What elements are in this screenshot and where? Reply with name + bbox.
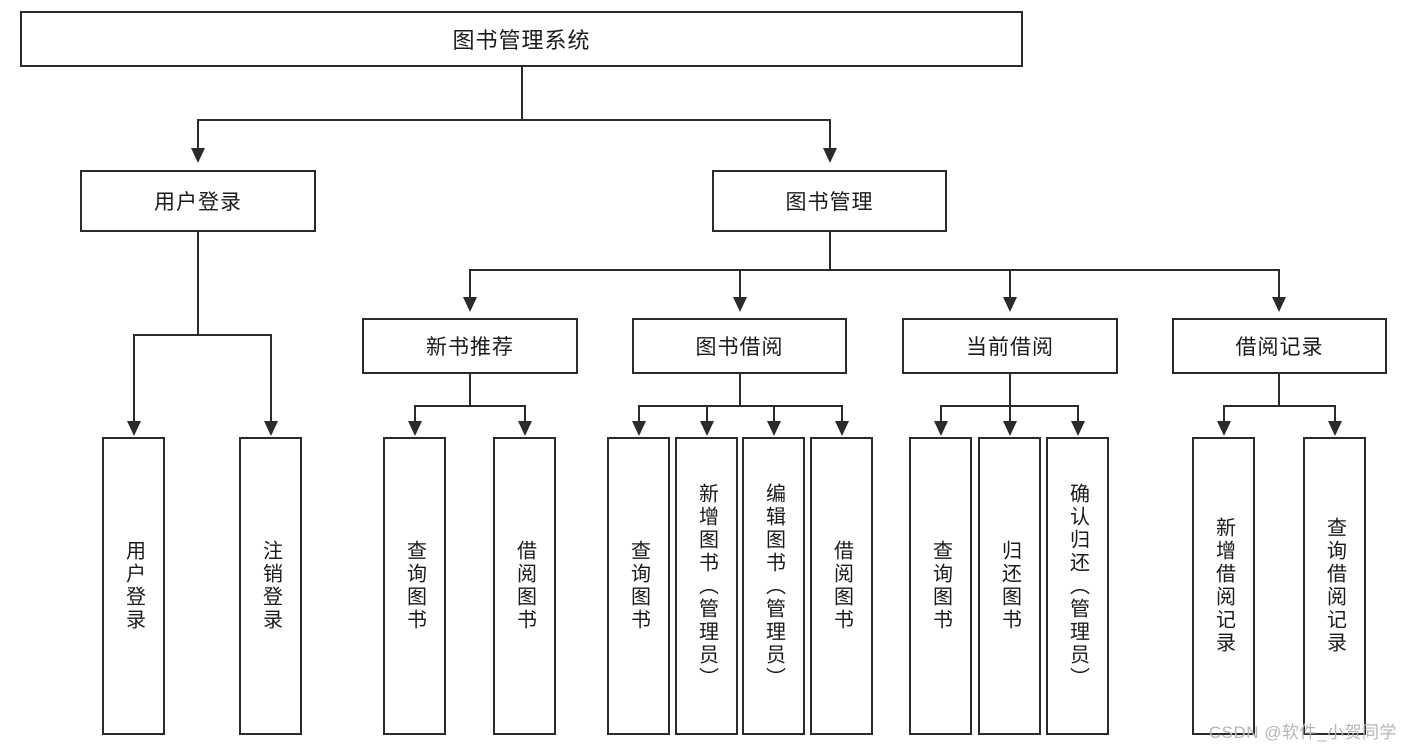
node-label: 新书推荐 (426, 336, 514, 359)
arrow-bb-to-leaf-2 (700, 421, 714, 436)
leaf-query-book[interactable]: 查询图书 (607, 437, 670, 735)
connector-root-to-book-management (829, 119, 831, 148)
node-label: 用户登录 (154, 191, 242, 214)
node-label: 查询图书 (403, 540, 426, 632)
leaf-query-book-recommend[interactable]: 查询图书 (383, 437, 446, 735)
connector-br-to-leaf-1 (1223, 405, 1225, 422)
arrow-br-to-leaf-1 (1217, 421, 1231, 436)
arrow-br-to-leaf-2 (1328, 421, 1342, 436)
node-label: 图书借阅 (695, 336, 784, 359)
leaf-query-book-current[interactable]: 查询图书 (909, 437, 972, 735)
arrow-cb-to-leaf-1 (934, 421, 948, 436)
connector-user-login-to-leaf-1 (133, 334, 135, 422)
arrow-bm-to-book-borrow (733, 297, 747, 312)
node-label: 借阅记录 (1235, 336, 1324, 359)
arrow-new-book-to-leaf-1 (408, 421, 422, 436)
connector-user-login-stem (197, 232, 199, 335)
connector-book-borrow-stem (739, 374, 741, 406)
connector-bb-to-leaf-3 (773, 405, 775, 422)
arrow-bb-to-leaf-3 (767, 421, 781, 436)
node-current-borrow[interactable]: 当前借阅 (902, 318, 1118, 374)
arrow-cb-to-leaf-2 (1003, 421, 1017, 436)
connector-root-stem (521, 67, 523, 120)
leaf-add-book-admin[interactable]: 新增图书（管理员） (675, 437, 738, 735)
csdn-watermark: CSDN @软件_小贺同学 (1208, 723, 1397, 742)
arrow-bm-to-new-book (463, 297, 477, 312)
leaf-query-borrow-record[interactable]: 查询借阅记录 (1303, 437, 1366, 735)
node-book-borrow[interactable]: 图书借阅 (632, 318, 847, 374)
arrow-bb-to-leaf-4 (835, 421, 849, 436)
connector-user-login-bus (133, 334, 271, 336)
node-label: 当前借阅 (966, 336, 1054, 359)
node-user-login[interactable]: 用户登录 (80, 170, 316, 232)
leaf-confirm-return-admin[interactable]: 确认归还（管理员） (1046, 437, 1109, 735)
leaf-return-book[interactable]: 归还图书 (978, 437, 1041, 735)
leaf-borrow-book-recommend[interactable]: 借阅图书 (493, 437, 556, 735)
node-label: 用户登录 (122, 540, 145, 632)
connector-new-book-bus (414, 405, 525, 407)
leaf-user-login[interactable]: 用户登录 (102, 437, 165, 735)
connector-bb-to-leaf-2 (706, 405, 708, 422)
node-label: 新增图书（管理员） (695, 482, 718, 690)
node-label: 借阅图书 (513, 540, 536, 632)
node-label: 查询图书 (627, 540, 650, 632)
connector-book-borrow-bus (638, 405, 842, 407)
node-label: 图书管理系统 (452, 28, 591, 53)
leaf-add-borrow-record[interactable]: 新增借阅记录 (1192, 437, 1255, 735)
connector-cb-to-leaf-2 (1009, 405, 1011, 422)
connector-bm-to-current-borrow (1009, 269, 1011, 298)
arrow-bm-to-borrow-record (1272, 297, 1286, 312)
arrow-root-to-book-management (823, 148, 837, 163)
connector-root-to-user-login (197, 119, 199, 148)
connector-root-bus (197, 119, 831, 121)
connector-new-book-to-leaf-2 (524, 405, 526, 422)
node-label: 查询借阅记录 (1323, 517, 1346, 655)
node-label: 新增借阅记录 (1212, 517, 1235, 655)
connector-bm-to-borrow-record (1278, 269, 1280, 298)
node-label: 归还图书 (998, 540, 1021, 632)
connector-user-login-to-leaf-2 (270, 334, 272, 422)
connector-borrow-record-bus (1223, 405, 1335, 407)
node-label: 借阅图书 (830, 540, 853, 632)
leaf-borrow-book[interactable]: 借阅图书 (810, 437, 873, 735)
arrow-bm-to-current-borrow (1003, 297, 1017, 312)
connector-book-management-bus (469, 269, 1280, 271)
connector-new-book-to-leaf-1 (414, 405, 416, 422)
node-label: 注销登录 (259, 540, 282, 632)
arrow-user-login-to-leaf-1 (127, 421, 141, 436)
connector-current-borrow-stem (1009, 374, 1011, 406)
connector-bb-to-leaf-1 (638, 405, 640, 422)
connector-bm-to-book-borrow (739, 269, 741, 298)
arrow-new-book-to-leaf-2 (518, 421, 532, 436)
node-root-book-management-system[interactable]: 图书管理系统 (20, 11, 1023, 67)
node-borrow-record[interactable]: 借阅记录 (1172, 318, 1387, 374)
connector-book-management-stem (829, 232, 831, 270)
node-label: 确认归还（管理员） (1066, 482, 1089, 690)
connector-cb-to-leaf-3 (1077, 405, 1079, 422)
arrow-bb-to-leaf-1 (632, 421, 646, 436)
arrow-user-login-to-leaf-2 (264, 421, 278, 436)
arrow-root-to-user-login (191, 148, 205, 163)
arrow-cb-to-leaf-3 (1071, 421, 1085, 436)
connector-borrow-record-stem (1278, 374, 1280, 406)
connector-cb-to-leaf-1 (940, 405, 942, 422)
connector-bb-to-leaf-4 (841, 405, 843, 422)
connector-bm-to-new-book (469, 269, 471, 298)
node-label: 查询图书 (929, 540, 952, 632)
leaf-logout[interactable]: 注销登录 (239, 437, 302, 735)
node-new-book-recommend[interactable]: 新书推荐 (362, 318, 578, 374)
node-label: 图书管理 (785, 191, 874, 214)
node-label: 编辑图书（管理员） (762, 482, 785, 690)
leaf-edit-book-admin[interactable]: 编辑图书（管理员） (742, 437, 805, 735)
connector-br-to-leaf-2 (1334, 405, 1336, 422)
node-book-management[interactable]: 图书管理 (712, 170, 947, 232)
connector-new-book-stem (469, 374, 471, 406)
